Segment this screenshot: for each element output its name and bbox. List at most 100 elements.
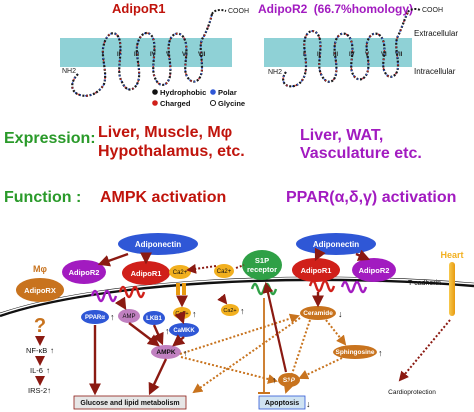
ca-mid-label: Ca2+ xyxy=(217,269,232,275)
function-adipor1: AMPK activation xyxy=(100,189,226,206)
residue-legend: Hydrophobic Polar Charged Glycine xyxy=(152,88,245,108)
adipor1-right-label: AdipoR1 xyxy=(301,266,332,275)
intracellular-label: Intracellular xyxy=(414,67,456,76)
apoptosis-down-icon: ↓ xyxy=(306,399,311,409)
adiporx-oval xyxy=(16,278,64,302)
helix-label: II xyxy=(117,52,121,58)
camkk-up-icon: ↑ xyxy=(165,326,170,336)
sphingosine-oval xyxy=(333,345,377,359)
camkk-label: CaMKK xyxy=(173,328,195,334)
tcadherin-label: T-cadherin xyxy=(408,280,441,287)
lkb1-oval xyxy=(143,311,165,325)
irs2-up-icon: ↑ xyxy=(47,386,51,395)
helix-labels-right: I II III IV V VI VII xyxy=(303,52,403,58)
ca-mid xyxy=(214,264,234,278)
ca-cyto-1-up-icon: ↑ xyxy=(192,309,197,319)
nh2-label-right: NH2 xyxy=(268,69,282,76)
expression-adipor2-line2: Vasculature etc. xyxy=(300,145,422,162)
adipor2-right-oval xyxy=(352,258,396,282)
membrane-band-left xyxy=(60,38,232,67)
expression-adipor2-line1: Liver, WAT, xyxy=(300,127,383,144)
adiponectin-left-label: Adiponectin xyxy=(135,240,181,249)
adipor2-title: AdipoR2 (66.7%homology) xyxy=(258,2,413,16)
ca-channel-pore-right xyxy=(182,283,186,295)
adipor2-left-oval xyxy=(62,260,106,284)
adipor1-title: AdipoR1 xyxy=(112,1,165,16)
legend-hydrophobic: Hydrophobic xyxy=(160,88,206,97)
il6-label: IL-6 xyxy=(30,366,43,375)
polar-dot-icon xyxy=(210,89,216,95)
extracellular-label: Extracellular xyxy=(414,29,458,38)
adipor2-homology: (66.7%homology) xyxy=(314,2,413,16)
sphingosine-label: Sphingosine xyxy=(336,349,375,356)
nh2-label-left: NH2 xyxy=(62,68,76,75)
glucose-lipid-box xyxy=(73,395,187,410)
s1p-receptor-line1: S1P xyxy=(255,256,269,265)
mphi-label: Mφ xyxy=(33,264,47,274)
adiponectin-left xyxy=(118,233,198,255)
dotted-arrows xyxy=(179,263,347,394)
s1p-label: S1P xyxy=(283,377,296,384)
adiponectin-right-label: Adiponectin xyxy=(313,240,359,249)
helix-label: VI xyxy=(381,52,387,58)
helix-label: III xyxy=(134,52,139,58)
ceramide-oval xyxy=(300,306,336,320)
helix-label: IV xyxy=(349,52,355,58)
expression-adipor1-line2: Hypothalamus, etc. xyxy=(98,143,245,160)
function-adipor2: PPAR(α,δ,γ) activation xyxy=(286,189,456,206)
adipor2-title-name: AdipoR2 xyxy=(258,2,308,16)
cardioprotection-label: Cardioprotection xyxy=(388,389,436,396)
ca-cyto-2 xyxy=(221,304,239,316)
adipor1-left-oval xyxy=(122,261,170,285)
apoptosis-label: Apoptosis xyxy=(265,400,299,407)
adipor1-left-label: AdipoR1 xyxy=(131,269,162,278)
charged-dot-icon xyxy=(152,100,158,106)
adipor2-topology xyxy=(282,7,421,88)
ceramide-label: Ceramide xyxy=(303,310,333,317)
s1p-up-icon: ↑ xyxy=(272,375,277,385)
helix-label: VI xyxy=(182,52,188,58)
function-label: Function : xyxy=(4,189,81,206)
amp-oval xyxy=(118,309,140,323)
ca-channel-pore-left xyxy=(176,283,180,295)
glycine-dot-icon xyxy=(209,99,217,107)
ceramide-down-icon: ↓ xyxy=(338,309,343,319)
helix-label: IV xyxy=(150,52,156,58)
s1p-oval xyxy=(278,373,300,387)
helix-labels-left: I II III IV V VI VII xyxy=(102,52,206,58)
cooh-label-left: COOH xyxy=(228,8,249,15)
hydrophobic-dot-icon xyxy=(152,89,158,95)
adipor2-right-label: AdipoR2 xyxy=(359,266,390,275)
helix-label: VII xyxy=(395,52,403,58)
s1p-receptor-line2: receptor xyxy=(247,265,277,274)
plasma-membrane xyxy=(0,278,474,318)
il6-up-icon: ↑ xyxy=(46,366,50,375)
helix-label: II xyxy=(317,52,321,58)
ampk-label: AMPK xyxy=(156,349,175,356)
nfkb-up-icon: ↑ xyxy=(50,346,54,355)
legend-polar: Polar xyxy=(218,88,237,97)
ca-cyto-2-label: Ca2+ xyxy=(223,308,236,314)
transmembrane-receptors xyxy=(90,279,368,303)
lkb1-label: LKB1 xyxy=(146,316,162,322)
helix-label: III xyxy=(333,52,338,58)
question-mark: ? xyxy=(34,315,46,337)
ca-channel-left xyxy=(169,265,191,279)
legend-charged: Charged xyxy=(160,99,191,108)
helix-label: I xyxy=(102,52,104,58)
sphingosine-up-icon: ↑ xyxy=(378,348,383,358)
adipor1-topology xyxy=(71,9,227,97)
signaling-arrows xyxy=(89,292,324,396)
expression-label: Expression: xyxy=(4,130,96,147)
heart-label: Heart xyxy=(440,250,463,260)
legend-glycine: Glycine xyxy=(218,99,245,108)
nfkb-label: NF-κB xyxy=(26,346,47,355)
ampk-up-icon: ↑ xyxy=(183,348,188,358)
cooh-label-right: COOH xyxy=(422,7,443,14)
ppara-label: PPARα xyxy=(85,315,105,321)
adiponectin-binding-arrows xyxy=(97,247,371,267)
adipor2-left-label: AdipoR2 xyxy=(69,268,100,277)
ca-left-label: Ca2+ xyxy=(173,270,188,276)
tcadherin-rod xyxy=(449,262,455,316)
ppara-up-icon: ↑ xyxy=(110,312,115,322)
